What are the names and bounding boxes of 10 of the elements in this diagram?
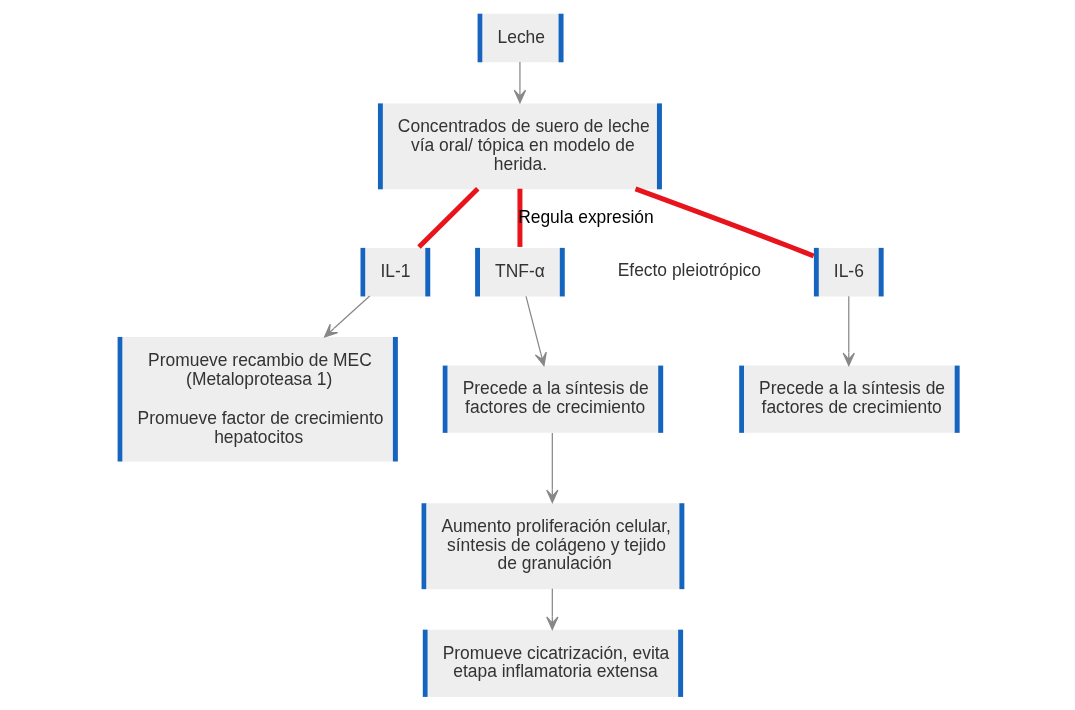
arrow [513,61,526,104]
arrow [545,588,559,630]
arrow [545,432,559,504]
connector [416,186,479,249]
arrow [323,295,370,338]
arrow [842,295,855,367]
arrow [524,295,547,367]
connector [634,186,815,259]
label: Efecto pleiotrópico [617,260,761,281]
connector [516,188,522,247]
